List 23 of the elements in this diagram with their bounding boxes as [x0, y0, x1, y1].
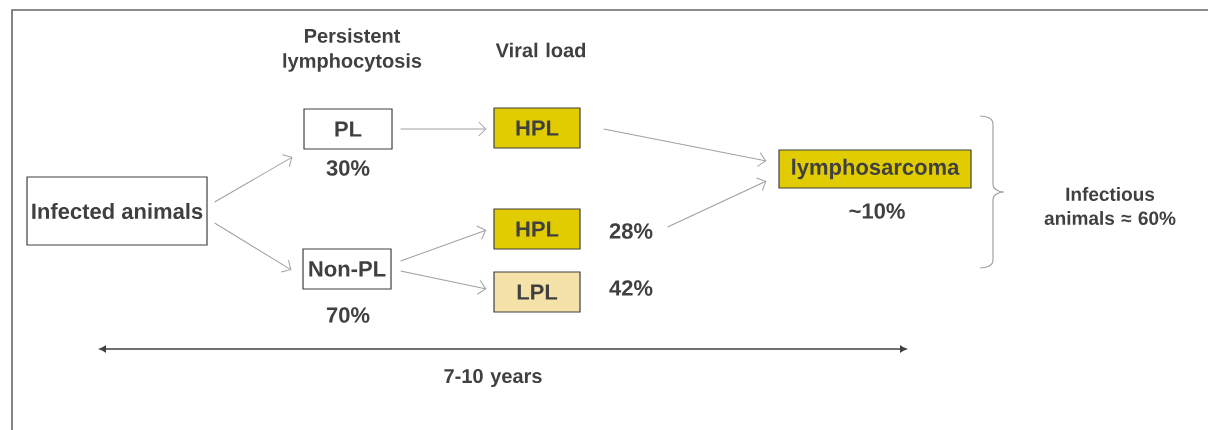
shaded-box: LPL [493, 271, 581, 313]
arrow [400, 121, 487, 137]
highlighted-box: lymphosarcoma [778, 149, 972, 189]
process-box: Non-PL [302, 248, 392, 290]
column-header: Viral load [495, 42, 586, 58]
arrow [667, 177, 767, 228]
process-box: Infected animals [26, 176, 208, 246]
arrow [603, 128, 767, 167]
arrow [214, 154, 293, 203]
percentage-label: 70% [326, 307, 370, 323]
percentage-label: 28% [609, 223, 653, 239]
highlighted-box: HPL [493, 208, 581, 250]
highlighted-box: HPL [493, 107, 581, 149]
arrow [400, 270, 487, 295]
arrow [214, 222, 292, 273]
process-box: PL [303, 108, 393, 150]
column-header: Persistent lymphocytosis [283, 28, 422, 72]
percentage-label: ~10% [849, 203, 905, 219]
percentage-label: 30% [326, 160, 370, 176]
percentage-label: 42% [609, 280, 653, 296]
arrow [400, 225, 487, 262]
duration-label: 7-10 years [444, 368, 542, 388]
bracket-label: Infectious animals ≈ 60% [1044, 187, 1176, 225]
